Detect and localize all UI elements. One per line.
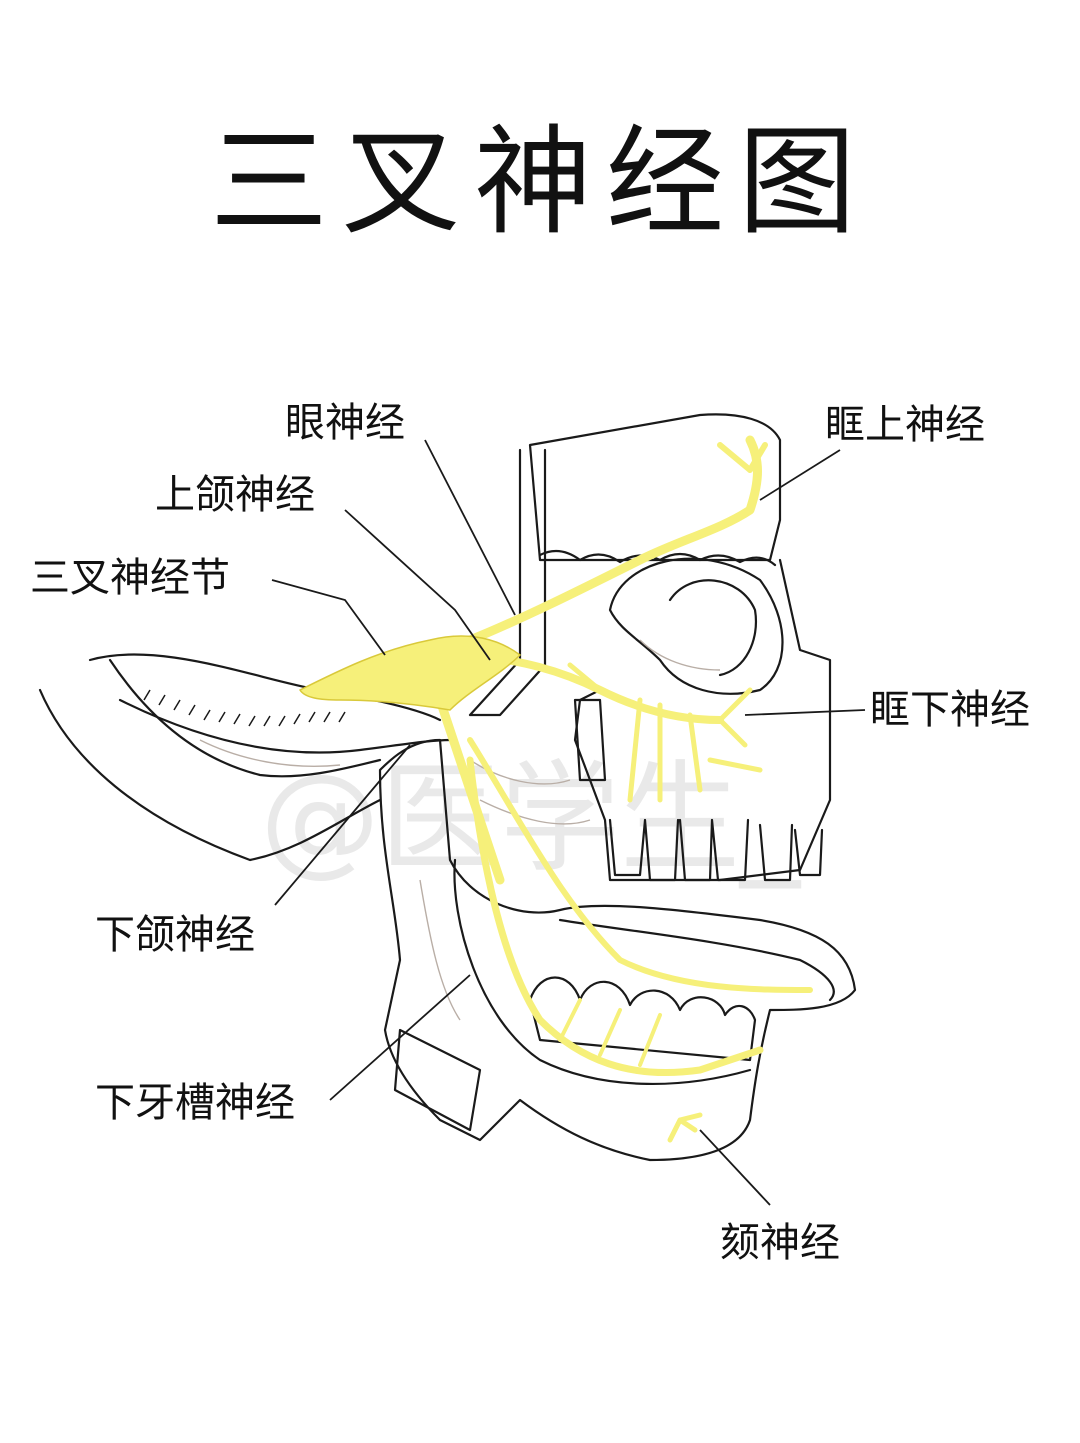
leader-mandibular [274,744,411,906]
infraorbital-branches [567,662,763,803]
mouth-floor [558,918,835,1002]
label-ophthalmic-nerve: 眼神经 [285,400,405,446]
label-mandibular-nerve: 下颌神经 [95,912,255,958]
frontal-left-edge [468,448,547,717]
skull-base-outline [38,688,382,862]
leader-supraorbital [759,449,841,501]
mandible-outline [378,738,857,1162]
label-maxillary-nerve: 上颌神经 [155,472,315,518]
skull-base-ridge [108,658,382,778]
orbit-rim [608,557,784,695]
upper-teeth [608,818,824,882]
leader-maxillary [344,509,491,661]
zygomatic-cut [573,698,607,782]
frontal-bone [528,413,782,562]
label-trigeminal-ganglion: 三叉神经节 [30,555,230,601]
shade-2 [479,799,591,825]
page-title: 三叉神经图 [209,113,870,251]
frontal-suture [538,549,777,567]
lingual-nerve [467,737,813,993]
leader-ophthalmic [424,439,516,616]
supraorbital-branch [717,442,768,473]
lower-teeth [528,976,757,1062]
mandibular-nerve [435,695,505,885]
shade-5 [199,739,341,767]
shade-3 [639,639,721,671]
trigeminal-ganglion [298,635,522,711]
label-infraorbital-nerve: 眶下神经 [870,687,1030,733]
leader-mental [699,1129,771,1206]
label-inferior-alveolar-nerve: 下牙槽神经 [95,1080,295,1126]
hatch-marks [143,689,346,727]
shade-1 [469,759,571,785]
lower-dental-branches [558,998,662,1067]
label-mental-nerve: 颏神经 [720,1220,840,1266]
label-supraorbital-nerve: 眶上神经 [825,402,985,448]
mandible-canal [453,858,752,1086]
ophthalmic-nerve [465,435,762,645]
inferior-alveolar-nerve [466,756,764,1076]
shade-4 [419,879,461,1021]
leader-infraorbital [744,709,866,716]
skull-base-inner [118,698,452,754]
leader-inferior-alveolar [329,974,471,1101]
chin-pattern [393,1028,482,1132]
mental-nerve [667,1112,703,1143]
orbit-inner [668,579,758,677]
leader-ganglion [271,579,386,656]
